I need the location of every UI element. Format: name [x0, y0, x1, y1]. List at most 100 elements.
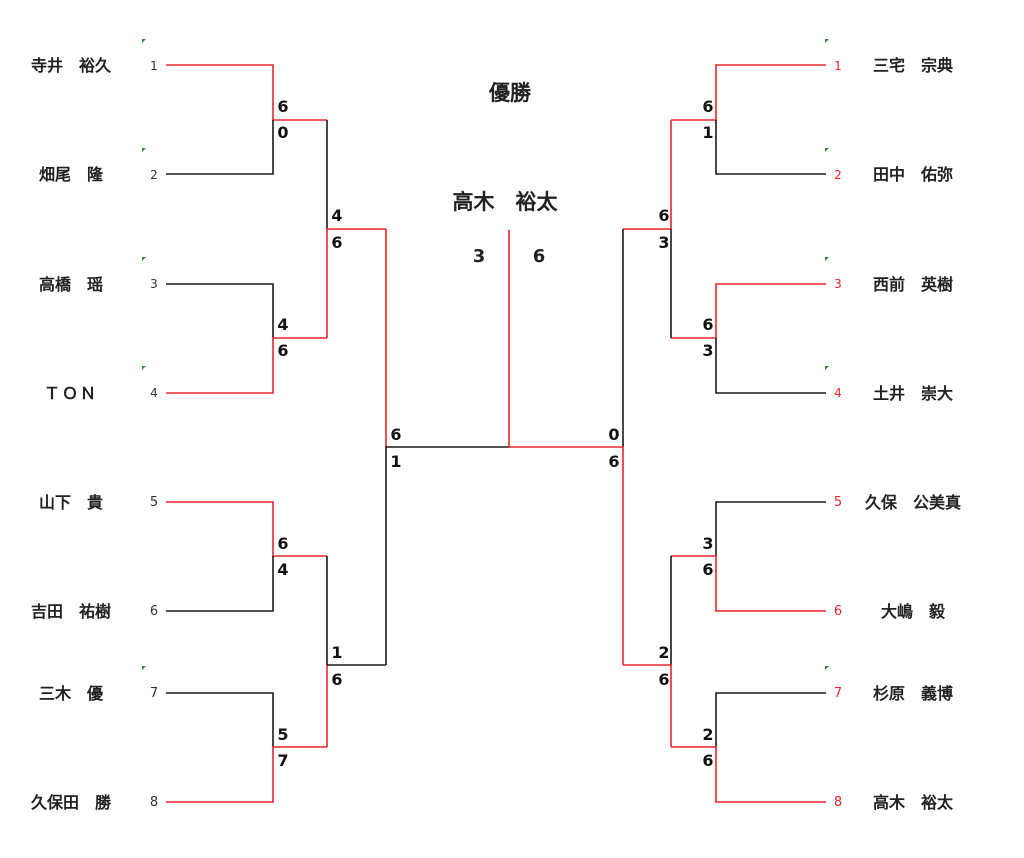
bracket-line-win [671, 555, 826, 612]
right-player-name: 杉原 義博 [873, 684, 953, 703]
score: 7 [277, 751, 288, 770]
right-seed-number: 5 [834, 495, 842, 510]
score: 4 [331, 206, 342, 225]
left-player-name: 吉田 祐樹 [31, 602, 111, 621]
right-player-name: 大嶋 毅 [881, 602, 946, 621]
bracket-line-lose [715, 692, 826, 747]
bracket-line-win [671, 64, 826, 121]
left-seed-number: 6 [150, 604, 158, 619]
left-player-name: 畑尾 隆 [39, 165, 104, 184]
score: 6 [390, 425, 401, 444]
score: 6 [702, 560, 713, 579]
score: 6 [277, 341, 288, 360]
bracket-line-lose [715, 338, 826, 394]
score: 1 [390, 452, 401, 471]
score: 6 [331, 233, 342, 252]
champion-name: 高木 裕太 [453, 190, 559, 214]
bracket-line-win [623, 664, 672, 747]
left-player-name: 高橋 瑶 [39, 275, 103, 294]
green-marker-icon [142, 39, 146, 43]
left-seed-number: 2 [150, 168, 158, 182]
score: 6 [702, 315, 713, 334]
left-seed-number: 4 [150, 386, 158, 400]
left-bracket-lines [166, 64, 509, 803]
green-marker-icon [142, 366, 146, 370]
bracket-line-win [326, 228, 386, 338]
green-marker-icon [142, 666, 146, 670]
bracket-line-win [166, 746, 327, 803]
right-player-name: 田中 佑弥 [873, 165, 953, 184]
right-seed-number: 7 [834, 686, 842, 701]
left-player-name: 久保田 勝 [31, 793, 112, 812]
left-seed-number: 1 [150, 59, 158, 73]
score: 2 [658, 643, 669, 662]
bracket-line-win [166, 337, 327, 394]
score: 6 [658, 206, 669, 225]
green-marker-icon [825, 39, 829, 43]
green-marker-icon [825, 366, 829, 370]
right-seed-number: 4 [834, 386, 842, 400]
bracket-line-win [166, 64, 327, 121]
left-seed-number: 7 [150, 686, 158, 701]
score: 6 [277, 97, 288, 116]
green-marker-icon [142, 257, 146, 261]
score: 6 [702, 97, 713, 116]
score: 4 [277, 315, 288, 334]
score: 1 [331, 643, 342, 662]
right-seed-number: 1 [834, 59, 842, 73]
right-seed-number: 8 [834, 795, 842, 810]
bracket-line-win [671, 283, 826, 339]
score: 1 [702, 123, 713, 142]
bracket-line-win [509, 446, 624, 665]
bracket-line-lose [166, 692, 274, 747]
left-player-name: ＴＯＮ [44, 384, 98, 403]
bracket-line-lose [385, 446, 509, 665]
left-player-name: 三木 優 [39, 684, 104, 703]
score: 0 [608, 425, 619, 444]
score: 6 [277, 534, 288, 553]
green-marker-icons [142, 39, 829, 670]
score: 3 [702, 341, 713, 360]
right-bracket-lines [509, 64, 826, 803]
bracket-line-lose [715, 120, 826, 175]
right-seed-number: 2 [834, 168, 842, 182]
bracket-line-lose [166, 556, 274, 612]
score: 6 [608, 452, 619, 471]
green-marker-icon [825, 257, 829, 261]
bracket-line-lose [166, 120, 274, 175]
bracket-line-win [671, 746, 826, 803]
left-seed-number: 8 [150, 795, 158, 810]
right-player-name: 高木 裕太 [873, 793, 954, 812]
score: 5 [277, 725, 288, 744]
score: 6 [702, 751, 713, 770]
right-player-name: 西前 英樹 [873, 275, 953, 294]
right-player-name: 三宅 宗典 [873, 56, 953, 75]
bracket-line-win [166, 501, 327, 557]
bracket-line-lose [166, 283, 274, 338]
green-marker-icon [825, 666, 829, 670]
title-winner: 優勝 [488, 81, 532, 105]
score: 3 [702, 534, 713, 553]
right-player-name: 土井 崇大 [873, 384, 953, 403]
score: 6 [331, 670, 342, 689]
bracket-line-lose [715, 501, 826, 556]
right-seed-number: 3 [834, 277, 842, 291]
score: 3 [658, 233, 669, 252]
green-marker-icon [825, 148, 829, 152]
right-seed-number: 6 [834, 604, 842, 619]
score: 6 [658, 670, 669, 689]
final-score-left: 3 [473, 246, 486, 267]
score: 4 [277, 560, 288, 579]
left-player-name: 山下 貴 [39, 493, 103, 512]
score: 2 [702, 725, 713, 744]
right-player-name: 久保 公美真 [865, 493, 961, 512]
left-seed-number: 3 [150, 277, 158, 291]
score: 0 [277, 123, 288, 142]
green-marker-icon [142, 148, 146, 152]
left-scores: 6 0 4 6 6 4 5 7 4 6 1 6 6 1 [277, 97, 401, 770]
final-score-right: 6 [533, 246, 546, 267]
left-player-name: 寺井 裕久 [31, 56, 112, 75]
right-scores: 6 1 6 3 3 6 2 6 6 3 2 6 0 6 [608, 97, 713, 770]
left-seed-number: 5 [150, 495, 158, 510]
